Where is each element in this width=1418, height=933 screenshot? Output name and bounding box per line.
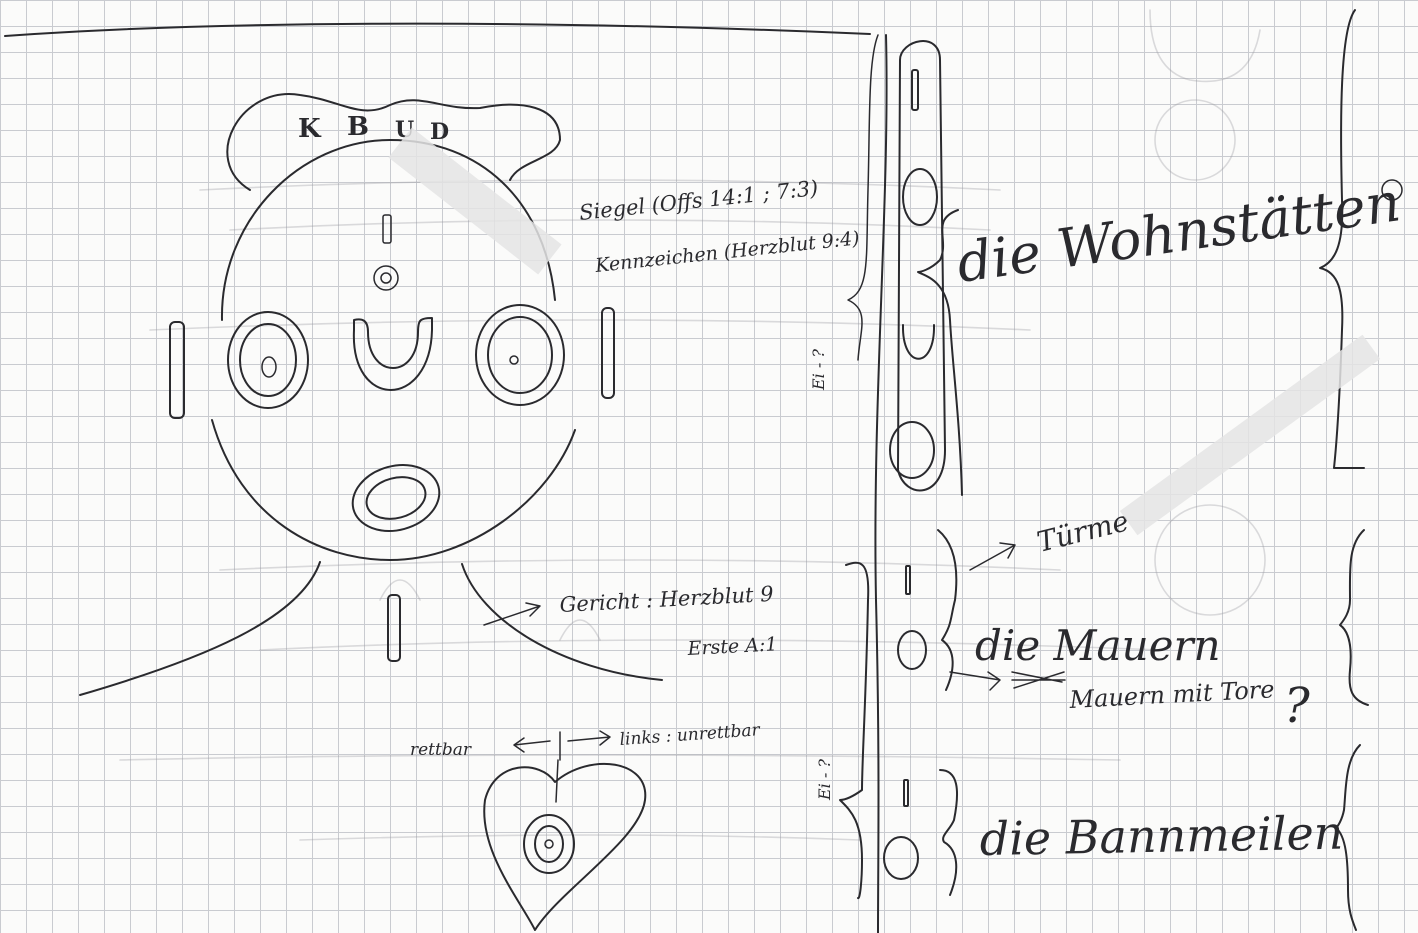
- neck-bar: [388, 595, 400, 661]
- mouth-inner: [362, 471, 430, 525]
- heart-ring-inner: [535, 826, 563, 862]
- note-kennzeichen: Kennzeichen (Herzblut 9:4): [593, 227, 860, 277]
- column-zero-2: [890, 422, 934, 478]
- label-mauern: die Mauern: [975, 621, 1221, 670]
- right-eye-pupil: [510, 356, 518, 364]
- mauern-bracket: [840, 563, 868, 898]
- center-divider: [875, 35, 886, 933]
- crossed-word: [1012, 672, 1065, 688]
- note-gericht: Gericht : Herzblut 9: [559, 582, 774, 617]
- column-zero-1: [903, 169, 937, 225]
- column-u: [903, 325, 934, 359]
- mouth-outer: [345, 456, 447, 541]
- nose-u-outer: [354, 318, 432, 390]
- tape-strip-face: [388, 128, 561, 275]
- right-bar: [602, 308, 614, 398]
- head-top-marks: [374, 215, 398, 290]
- bann-one: [904, 780, 908, 806]
- bann-zero: [884, 837, 918, 879]
- tuerme-arrow: [970, 543, 1015, 570]
- vertical-mark-bottom: Ei - ?: [815, 759, 834, 801]
- label-question: ?: [1284, 678, 1310, 734]
- crown-letter-d: D: [430, 119, 449, 145]
- column-one: [912, 70, 918, 110]
- head-lower-arc: [212, 420, 575, 560]
- note-links: links : unrettbar: [619, 720, 761, 750]
- left-eye-pupil: [262, 357, 276, 377]
- small-zero-mark: [374, 266, 398, 290]
- bann-brace: [940, 770, 957, 895]
- crown-letter-k: K: [298, 114, 322, 144]
- bleed-through: [120, 10, 1265, 840]
- left-eye-ring: [240, 324, 296, 396]
- heart-ring-outer: [524, 815, 574, 873]
- tape-strip-right: [1120, 335, 1380, 536]
- crown-letter-b: B: [347, 112, 369, 142]
- right-eye-ring: [488, 317, 552, 393]
- heart-pupil: [545, 840, 553, 848]
- note-siegel: Siegel (Offs 14:1 ; 7:3): [578, 176, 819, 225]
- label-wohnstaetten: die Wohnstätten: [953, 170, 1404, 295]
- heart-stem: [556, 760, 558, 802]
- note-rettbar: rettbar: [410, 740, 472, 760]
- label-tuerme: Türme: [1034, 504, 1132, 559]
- mauern-brace: [938, 530, 956, 690]
- mauern-one: [906, 566, 910, 594]
- right-brace-middle: [1340, 530, 1368, 705]
- gericht-arrow: [484, 603, 540, 625]
- crown-outline: [227, 94, 560, 190]
- small-one-mark: [383, 215, 391, 243]
- note-erste: Erste A:1: [686, 633, 778, 660]
- left-shoulder: [80, 562, 320, 695]
- label-bannmeilen: die Bannmeilen: [979, 806, 1343, 866]
- mauern-zero: [898, 631, 926, 669]
- top-rule: [5, 24, 870, 36]
- heart-outline: [484, 764, 645, 930]
- mauern-tore-arrow: [950, 672, 1000, 690]
- glyph-column: [890, 41, 945, 490]
- label-mauern-tore: Mauern mit Tore: [1068, 675, 1275, 714]
- left-bar: [170, 322, 184, 418]
- siegel-bracket: [848, 35, 878, 360]
- vertical-mark-top: Ei - ?: [809, 349, 828, 391]
